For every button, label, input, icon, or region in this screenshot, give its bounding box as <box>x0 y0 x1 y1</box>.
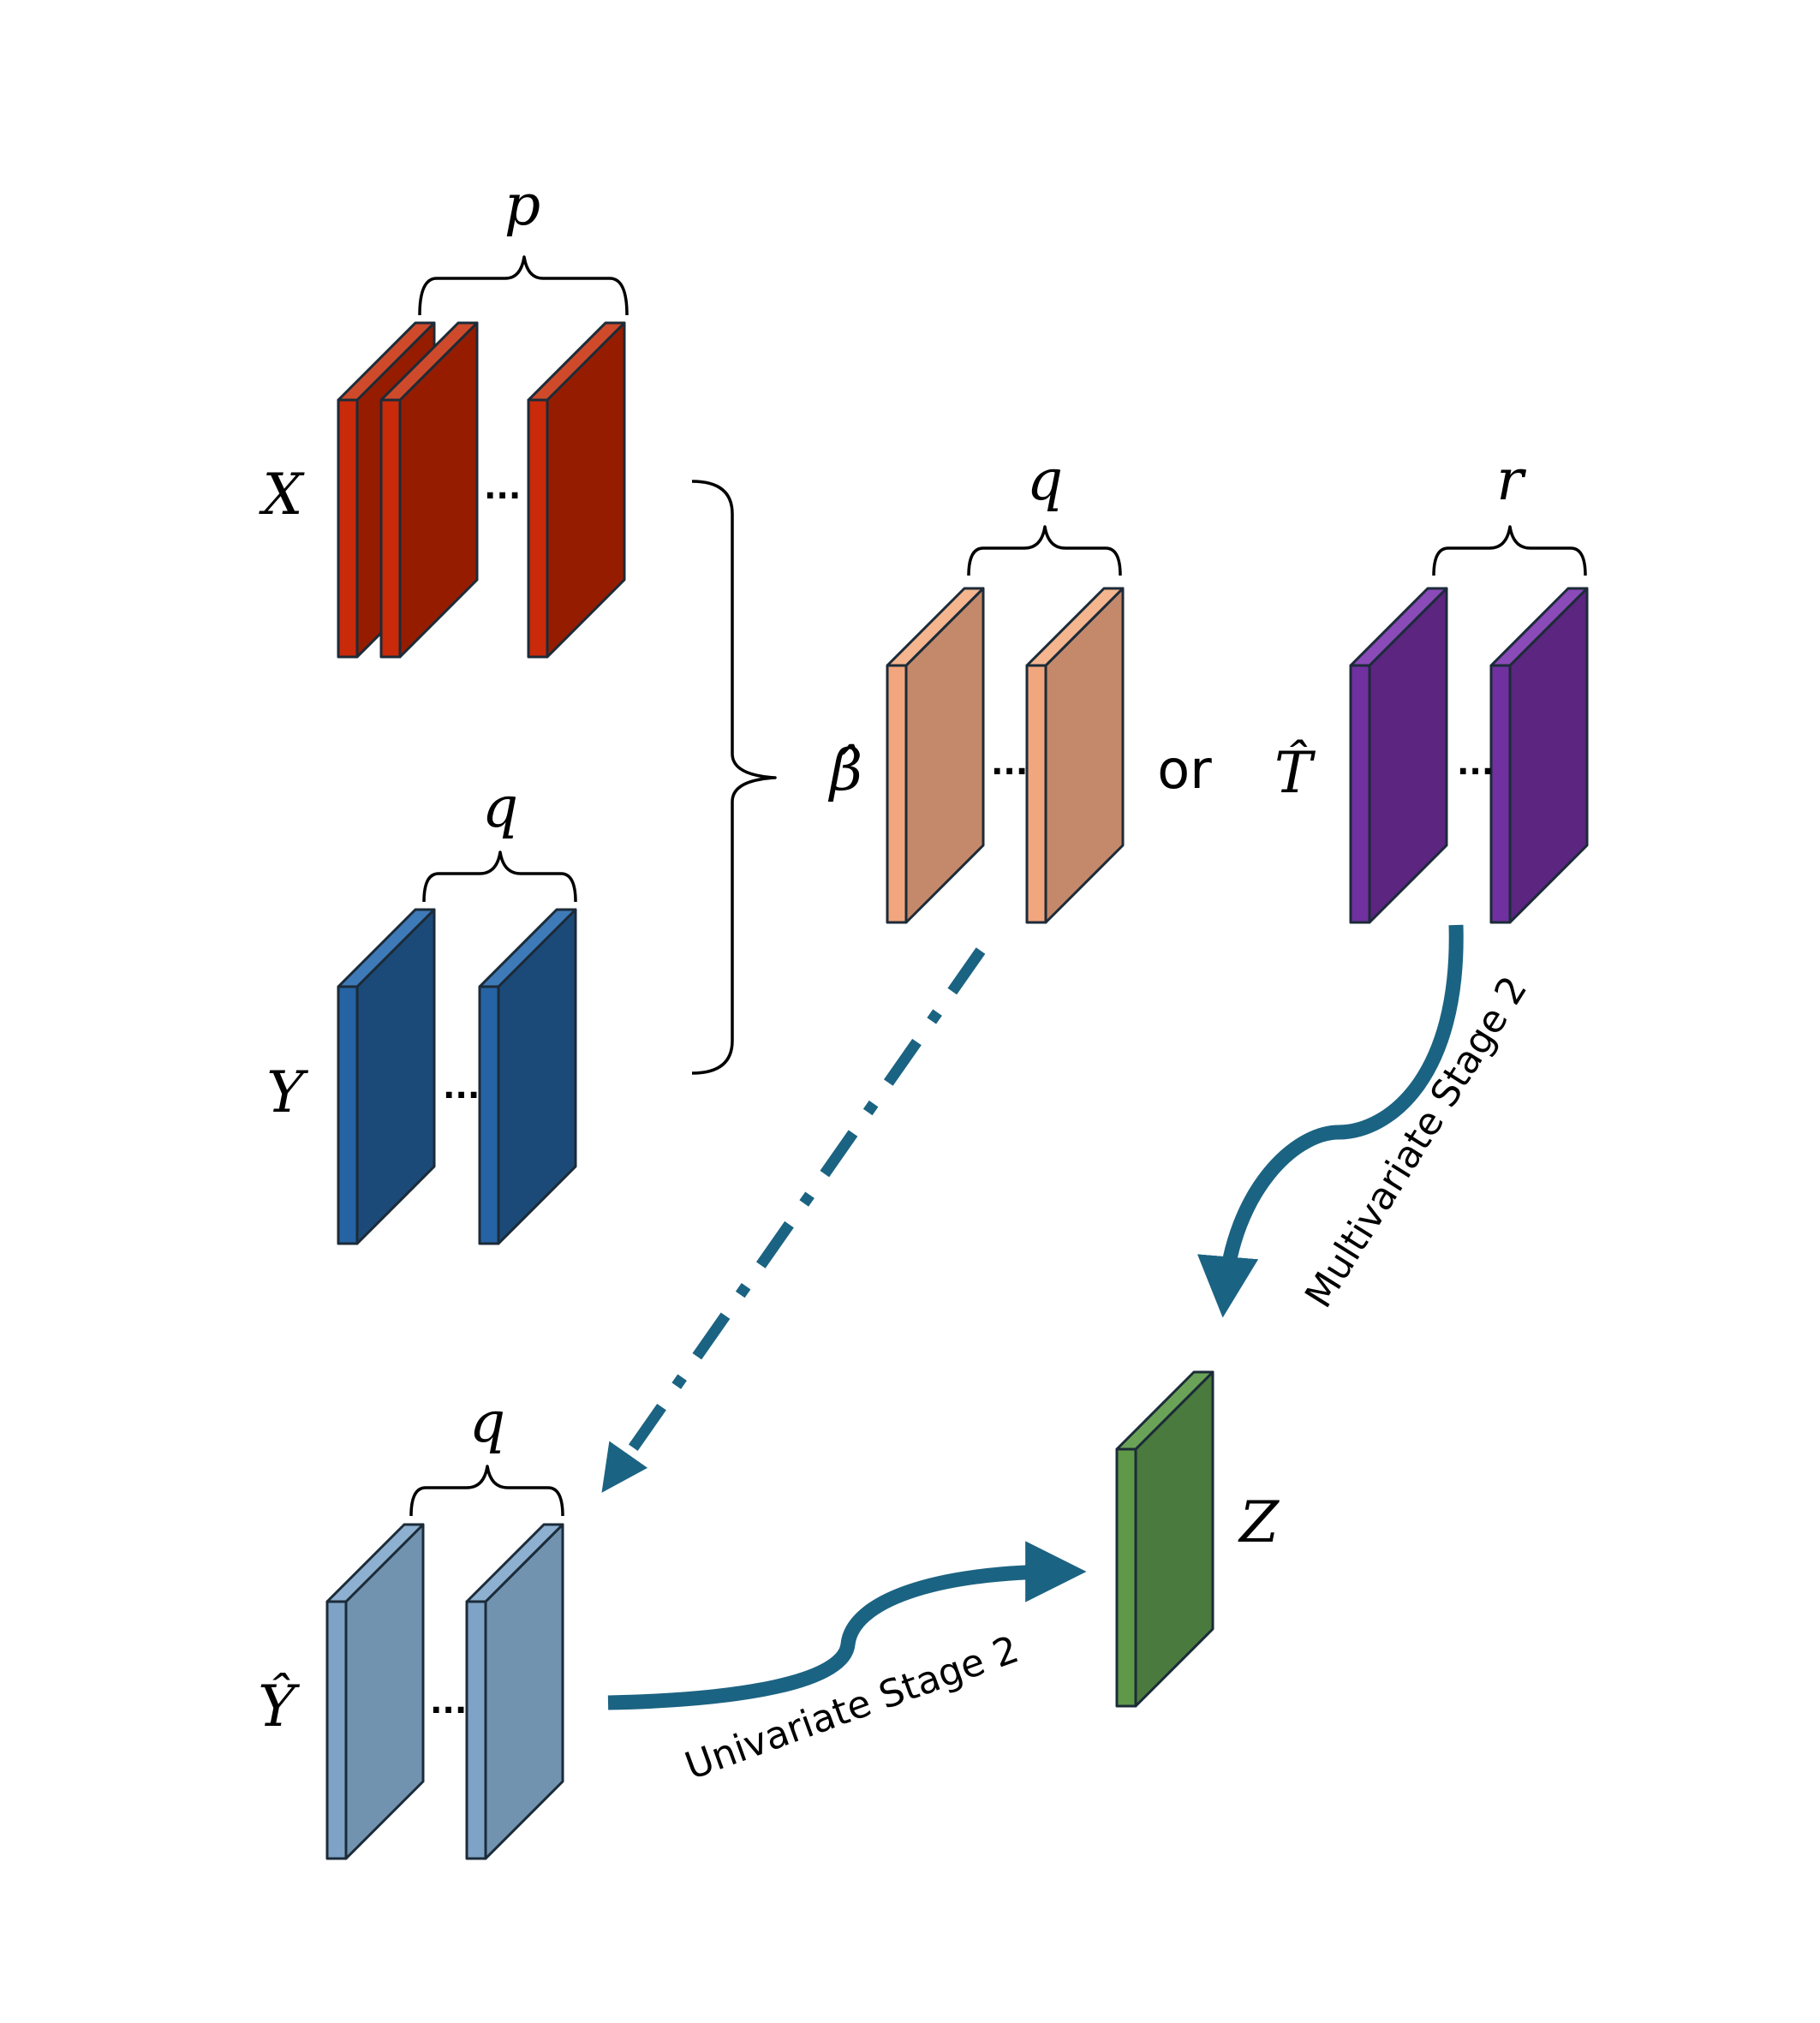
yhat-layer-1-side-face <box>325 1600 348 1860</box>
y-layer-2 <box>478 908 577 1245</box>
y-hat-label: Ŷ <box>258 1674 300 1740</box>
beta-layer-1-side-face <box>886 664 908 924</box>
y-layer-2-side-face <box>478 985 500 1245</box>
t-layer-1-side-face <box>1349 664 1371 924</box>
yhat-count-label: q <box>469 1389 505 1455</box>
x-layer-1-side-face <box>337 398 359 659</box>
x-ellipsis: ... <box>484 468 521 506</box>
x-count-label: p <box>504 172 540 238</box>
z-layer-1 <box>1115 1370 1214 1708</box>
beta-layer-1 <box>886 587 985 924</box>
t-count-label: r <box>1496 447 1526 513</box>
univariate-stage2-arrow <box>607 1541 1087 1710</box>
y-ellipsis: ... <box>443 1068 480 1106</box>
z-layer-1-side-face <box>1115 1447 1137 1708</box>
beta-layer-2-side-face <box>1025 664 1047 924</box>
or-text: or <box>1157 738 1212 801</box>
x-label: X <box>259 462 306 528</box>
yhat-layer-1 <box>325 1523 425 1860</box>
layer-group <box>325 321 1589 1860</box>
xy-group-brace <box>691 480 777 1075</box>
y-label: Y <box>266 1059 308 1125</box>
beta-layer-2 <box>1025 587 1125 924</box>
x-layer-3-side-face <box>527 398 549 659</box>
t-layer-2-side-face <box>1489 664 1512 924</box>
t-layer-2 <box>1489 587 1589 924</box>
t-hat-label: T̂ <box>1274 740 1316 806</box>
yhat-ellipsis: ... <box>430 1683 467 1721</box>
y-count-brace <box>422 850 577 903</box>
y-count-label: q <box>482 774 518 840</box>
x-layer-2 <box>379 321 479 659</box>
beta-to-yhat-arrow <box>601 947 986 1493</box>
y-layer-1-side-face <box>337 985 359 1245</box>
yhat-count-brace <box>409 1465 564 1517</box>
t-ellipsis: ... <box>1457 744 1494 782</box>
z-label: Z <box>1238 1489 1280 1555</box>
x-count-brace <box>418 255 629 316</box>
beta-count-brace <box>967 525 1122 576</box>
t-layer-1 <box>1349 587 1448 924</box>
multivariate-stage2-arrow <box>1197 924 1464 1318</box>
y-layer-1 <box>337 908 436 1245</box>
beta-count-label: q <box>1027 447 1063 513</box>
multivariate-stage2-label: Multivariate Stage 2 <box>1297 969 1536 1316</box>
yhat-layer-2 <box>465 1523 564 1860</box>
x-layer-2-side-face <box>379 398 402 659</box>
yhat-layer-2-side-face <box>465 1600 487 1860</box>
beta-ellipsis: ... <box>991 744 1028 782</box>
beta-hat-label: β̂ <box>827 737 862 803</box>
t-count-brace <box>1432 525 1587 576</box>
x-layer-3 <box>527 321 626 659</box>
